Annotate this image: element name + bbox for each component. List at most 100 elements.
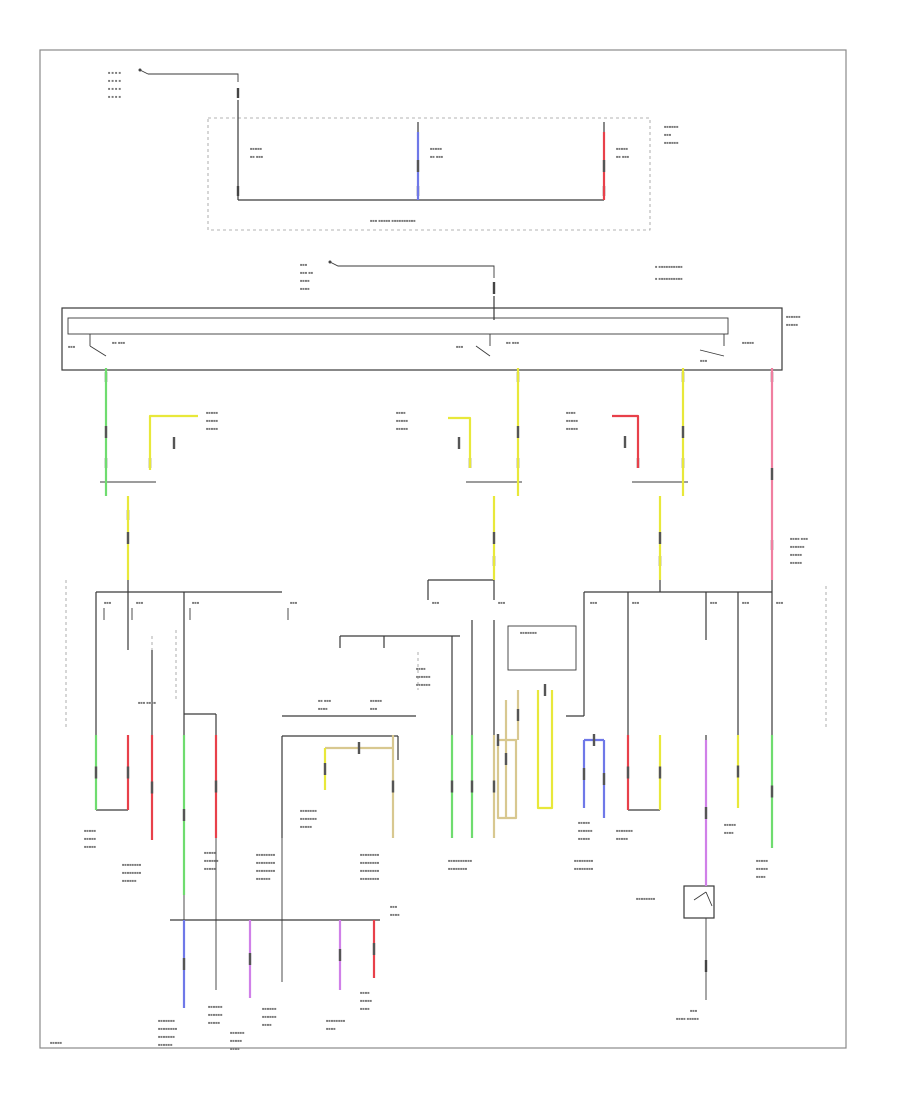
svg-text:■■■■■: ■■■■■ [756,866,769,871]
svg-text:■■■■■■■: ■■■■■■■ [520,630,537,635]
svg-text:■■■■■: ■■■■■ [578,836,591,841]
svg-text:■■■■■■■■: ■■■■■■■■ [574,866,594,871]
svg-text:■■■: ■■■ [192,600,200,605]
right-fuse-group: ■■■■■■ ■■■■■■ ■■■ [566,580,827,811]
svg-text:■■■■ ■■■■■: ■■■■ ■■■■■ [676,1016,699,1021]
wire-code-mark [416,160,420,172]
svg-text:■■■: ■■■ [136,600,144,605]
svg-text:■ ■ ■ ■: ■ ■ ■ ■ [108,86,122,91]
wire-code-mark [602,160,606,172]
svg-text:■■■■: ■■■■ [262,1022,272,1027]
svg-text:■■■■■■: ■■■■■■ [664,124,679,129]
wire-code-mark [592,734,596,746]
svg-text:■■■■■■: ■■■■■■ [790,544,805,549]
wire-code-mark [182,809,186,821]
wire-code-mark [214,780,218,793]
svg-text:■■■■■: ■■■■■ [786,322,799,327]
svg-text:■■■■■■: ■■■■■■ [262,1006,277,1011]
svg-text:■■■■■: ■■■■■ [300,824,313,829]
svg-text:■■■■■: ■■■■■ [206,410,219,415]
svg-text:■■■: ■■■ [390,904,398,909]
wire-code-mark [770,468,774,480]
svg-text:■■■■■: ■■■■■ [616,836,629,841]
svg-text:■■■■■■■■: ■■■■■■■■ [448,866,468,871]
wire-code-mark [626,766,630,779]
svg-text:■■ ■■■: ■■ ■■■ [616,154,630,159]
svg-text:■■■■: ■■■■ [396,410,406,415]
svg-text:■■■ ■■■■: ■■■ ■■■■ [138,700,157,705]
wire-yellow [536,690,554,810]
svg-text:■■■■: ■■■■ [318,706,328,711]
svg-text:■■■■■: ■■■■■ [742,340,755,345]
svg-text:■■■■■: ■■■■■ [370,698,383,703]
wire-code-mark [681,426,685,438]
svg-text:■■■■■■: ■■■■■■ [208,1004,223,1009]
svg-text:■■ ■■■: ■■ ■■■ [112,340,126,345]
svg-text:■■■■■: ■■■■■ [208,1020,221,1025]
svg-text:■■■■: ■■■■ [416,666,426,671]
svg-text:■■■■■■: ■■■■■■ [262,1014,277,1019]
wire-code-mark [104,426,108,438]
svg-text:■■■: ■■■ [370,706,378,711]
svg-text:■■■■■■: ■■■■■■ [122,878,137,883]
svg-text:■■■■: ■■■■ [326,1026,336,1031]
svg-text:■■■■: ■■■■ [360,990,370,995]
wire-code-mark [496,734,500,746]
svg-text:■■■■■■: ■■■■■■ [578,828,593,833]
svg-text:■■■: ■■■ [632,600,640,605]
svg-text:■■■■■■■■: ■■■■■■■■ [326,1018,346,1023]
svg-text:■■■■■: ■■■■■ [360,998,373,1003]
wire-code-mark [248,953,252,965]
svg-text:■■ ■■■: ■■ ■■■ [430,154,444,159]
svg-text:■■■■■: ■■■■■ [566,426,579,431]
colored-wire-layer [94,132,774,1008]
wire-code-mark [357,742,361,754]
svg-text:■■■■■: ■■■■■ [396,426,409,431]
svg-text:■■■■■: ■■■■■ [756,858,769,863]
svg-text:■■■■■: ■■■■■ [396,418,409,423]
svg-text:■■■: ■■■ [432,600,440,605]
ignition-switch-section: ■■■ ■■■ ■■ ■■■■ ■■■■ ■ ■■■■■■■■■■ ■ ■■■■… [61,260,801,382]
svg-text:■■■■■■■: ■■■■■■■ [158,1034,175,1039]
svg-text:■■■■■■■■: ■■■■■■■■ [360,852,380,857]
svg-text:■■■■: ■■■■ [300,286,310,291]
svg-text:■■■■■■■■: ■■■■■■■■ [158,1026,178,1031]
svg-text:■■■■■■■■■■: ■■■■■■■■■■ [448,858,473,863]
wire-code-mark [150,781,154,794]
wire-yellow [448,416,472,468]
wire-code-mark [492,780,496,793]
svg-text:■■■■■■: ■■■■■■ [158,1042,173,1047]
svg-text:■■■■■: ■■■■■ [84,836,97,841]
control-module-box [507,625,577,671]
wire-code-mark [182,958,186,970]
svg-text:■■■■■■: ■■■■■■ [416,682,431,687]
svg-text:■■■■■■■■: ■■■■■■■■ [360,876,380,881]
top-fuse-section: ■ ■ ■ ■ ■ ■ ■ ■ ■ ■ ■ ■ ■ ■ ■ ■ ■■■■■■■ … [108,68,679,231]
svg-text:■■■■ ■■■: ■■■■ ■■■ [790,536,809,541]
fuse-box-outline [207,117,651,231]
svg-text:■■■■■■: ■■■■■■ [786,314,801,319]
svg-text:■■■: ■■■ [104,600,112,605]
svg-text:■■■■■: ■■■■■ [84,828,97,833]
svg-text:■■ ■■■: ■■ ■■■ [506,340,520,345]
wire-code-mark [704,807,708,819]
svg-text:■■■■■: ■■■■■ [230,1038,243,1043]
svg-text:■■■■■: ■■■■■ [50,1040,63,1045]
ground-junction-box [683,885,715,919]
svg-text:■■■■■■: ■■■■■■ [664,140,679,145]
svg-text:■■■: ■■■ [498,600,506,605]
wire-code-mark [602,773,606,785]
svg-text:■■■■■■■■: ■■■■■■■■ [256,860,276,865]
wire-code-mark [658,766,662,779]
svg-text:■■■■■■■■: ■■■■■■■■ [256,868,276,873]
svg-text:■■■: ■■■ [700,358,708,363]
left-fuse-group: ■■■ ■■■ ■■■ ■■■ ■■■ ■■■■ [65,580,298,811]
component-captions: ■■■■■■■■■■■■■■■ ■■■■■■■■■■■■■■■■■■■■■■ ■… [50,808,769,1051]
svg-text:■■■■: ■■■■ [566,410,576,415]
svg-text:■■■■■: ■■■■■ [430,146,443,151]
svg-text:■■■■■■: ■■■■■■ [204,858,219,863]
svg-text:■ ■ ■ ■: ■ ■ ■ ■ [108,78,122,83]
wire-code-mark [372,943,376,955]
wire-red [612,414,640,468]
svg-text:■■■■: ■■■■ [756,874,766,879]
